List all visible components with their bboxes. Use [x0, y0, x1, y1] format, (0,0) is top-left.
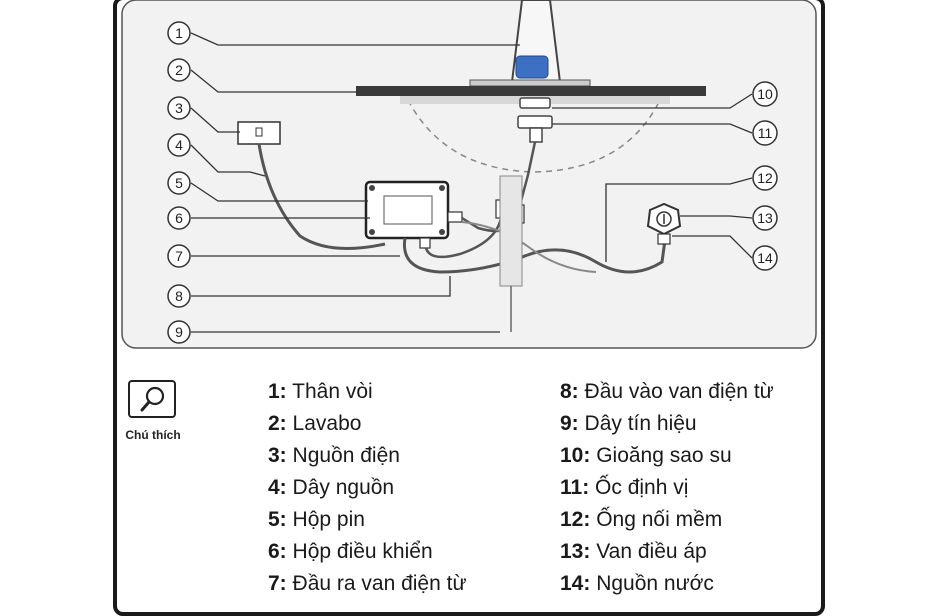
legend-item: 4: Dây nguồn: [268, 476, 395, 499]
callout-5-label: 5: [175, 175, 183, 191]
legend-item: 10: Gioăng sao su: [560, 444, 732, 467]
legend-item: 14: Nguồn nước: [560, 572, 714, 595]
callout-3: 3: [167, 96, 191, 120]
callout-12: 12: [752, 165, 778, 191]
faucet-sensor: [515, 55, 549, 79]
legend-right-column: 8: Đầu vào van điện từ 9: Dây tín hiệu 1…: [560, 376, 774, 600]
power-cable: [257, 143, 386, 250]
legend-item: 9: Dây tín hiệu: [560, 412, 697, 435]
signal-cable: [518, 141, 537, 206]
callout-13: 13: [752, 205, 778, 231]
callout-13-label: 13: [757, 210, 773, 226]
callout-14: 14: [752, 245, 778, 271]
callout-6: 6: [167, 206, 191, 230]
installation-diagram: 1 2 3 4 5 6 7 8 9 10 11 12 13 14: [121, 0, 817, 349]
legend-title: Chú thích: [125, 428, 181, 442]
leader-3: [190, 107, 240, 133]
callout-2-label: 2: [175, 62, 183, 78]
callout-11-label: 11: [758, 125, 773, 141]
leader-2: [190, 69, 358, 93]
legend-item: 3: Nguồn điện: [268, 444, 400, 467]
legend-item: 13: Van điều áp: [560, 540, 707, 563]
callout-12-label: 12: [757, 170, 773, 186]
faucet-base: [469, 79, 591, 87]
callout-4-label: 4: [175, 137, 183, 153]
legend-item: 6: Hộp điều khiển: [268, 540, 433, 563]
callout-5: 5: [167, 171, 191, 195]
magnifier-icon: [128, 380, 176, 418]
leader-10: [552, 93, 753, 109]
leader-12: [605, 177, 753, 262]
leader-5: [190, 182, 368, 202]
callout-1-label: 1: [175, 25, 183, 41]
drain-pipe: [499, 175, 523, 287]
callout-7-label: 7: [175, 248, 183, 264]
leader-1: [190, 32, 520, 46]
gasket: [519, 97, 551, 109]
callout-3-label: 3: [175, 100, 183, 116]
leader-11: [552, 123, 753, 134]
callout-6-label: 6: [175, 210, 183, 226]
callout-14-label: 14: [757, 250, 773, 266]
callout-4: 4: [167, 133, 191, 157]
locking-nut: [517, 115, 553, 129]
callout-9-label: 9: [175, 324, 183, 340]
callout-7: 7: [167, 244, 191, 268]
callout-8-label: 8: [175, 288, 183, 304]
callout-2: 2: [167, 58, 191, 82]
legend-left-column: 1: Thân vòi 2: Lavabo 3: Nguồn điện 4: D…: [268, 376, 467, 600]
nut-bar: [529, 127, 543, 143]
callout-8: 8: [167, 284, 191, 308]
callout-10: 10: [752, 81, 778, 107]
legend-item: 8: Đầu vào van điện từ: [560, 380, 774, 403]
legend-item: 7: Đầu ra van điện từ: [268, 572, 467, 595]
leader-13: [680, 215, 753, 219]
basin-bowl: [407, 99, 661, 173]
legend-item: 1: Thân vòi: [268, 380, 373, 403]
leader-8: [191, 276, 451, 297]
callout-9: 9: [167, 320, 191, 344]
callout-11: 11: [752, 120, 778, 146]
leader-14: [672, 235, 753, 259]
leader-4: [190, 144, 266, 177]
legend-item: 5: Hộp pin: [268, 508, 365, 531]
callout-10-label: 10: [757, 86, 773, 102]
legend-item: 11: Ốc định vị: [560, 476, 689, 499]
legend-item: 12: Ống nối mềm: [560, 508, 723, 531]
lavabo-top: [356, 86, 706, 96]
legend-item: 2: Lavabo: [268, 412, 362, 435]
callout-1: 1: [167, 21, 191, 45]
